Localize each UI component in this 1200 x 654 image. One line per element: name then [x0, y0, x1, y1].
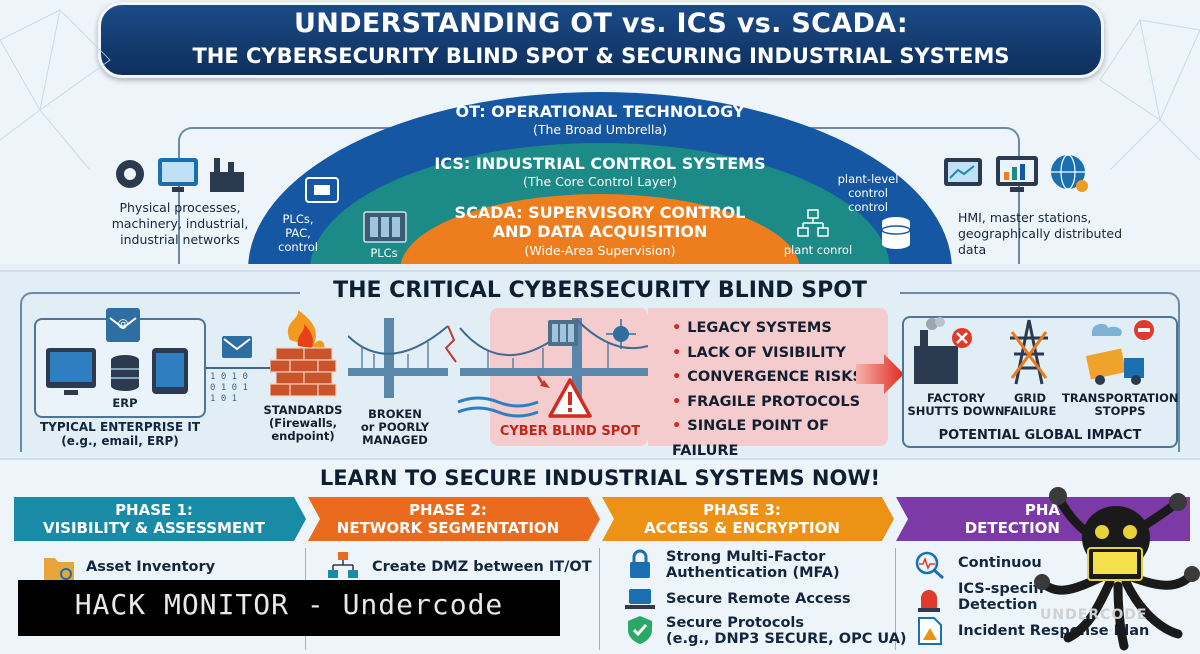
risk-item: •FRAGILE PROTOCOLS	[672, 393, 861, 410]
firewall-icon	[270, 310, 337, 397]
svg-text:@: @	[118, 317, 129, 330]
code-bits: 1 0 1 0 0 1 0 1 1 0 1	[210, 372, 248, 404]
ot-title: OT: OPERATIONAL TECHNOLOGY	[455, 102, 745, 121]
factory-icon	[210, 158, 244, 192]
desktop-icon	[46, 348, 96, 395]
risk-item: •LEGACY SYSTEMS	[672, 320, 832, 336]
risk-item: •CONVERGENCE RISKS	[672, 369, 863, 385]
database-icon	[881, 217, 911, 249]
email-icon: @	[106, 308, 140, 342]
network-background	[0, 9, 1200, 171]
phase-1-arrow	[14, 497, 306, 541]
email-flow-arrow	[206, 336, 280, 373]
impact-title: POTENTIAL GLOBAL IMPACT	[938, 428, 1142, 443]
factory-shutdown-icon	[914, 317, 972, 384]
left-description: Physical processes, machinery, industria…	[111, 200, 249, 247]
magnifier-pulse-icon	[915, 551, 944, 580]
enterprise-icons: @	[46, 308, 188, 395]
undercode-octopus-logo	[1034, 487, 1200, 651]
network-node-icon	[606, 319, 636, 349]
impact-grid-label: GRID FAILURE	[1003, 391, 1057, 418]
plant-level-label: plant-level control control	[837, 172, 899, 214]
truck-crash-icon	[1085, 320, 1154, 385]
ot-subtitle: (The Broad Umbrella)	[532, 122, 668, 137]
column-divider	[599, 548, 600, 650]
plcs-pac-label: PLCs, PAC, control	[278, 212, 318, 254]
undercode-logo-text: UNDERCODE	[1040, 607, 1148, 623]
impact-arrow	[856, 354, 904, 394]
hierarchy-arches	[0, 92, 1200, 270]
impact-icons	[914, 317, 1154, 385]
phase-2-header: PHASE 2:NETWORK SEGMENTATION	[336, 501, 560, 537]
gear-icon	[116, 160, 144, 188]
risk-item: •LACK OF VISIBILITY	[672, 344, 846, 361]
right-description: HMI, master stations, geographically dis…	[958, 210, 1123, 257]
erp-label: ERP	[112, 396, 138, 410]
chip-icon	[305, 177, 339, 203]
power-tower-icon	[1010, 319, 1048, 385]
right-scada-icons	[944, 154, 1088, 192]
watermark-banner	[18, 580, 560, 636]
ics-title: ICS: INDUSTRIAL CONTROL SYSTEMS	[434, 154, 766, 173]
server-icon	[111, 355, 139, 391]
cyber-blind-spot-label: CYBER BLIND SPOT	[499, 424, 641, 439]
learn-title: LEARN TO SECURE INDUSTRIAL SYSTEMS NOW!	[319, 466, 881, 490]
phase-1-header: PHASE 1:VISIBILITY & ASSESSMENT	[42, 501, 266, 537]
alarm-icon	[918, 590, 940, 612]
title-line-2: THE CYBERSECURITY BLIND SPOT & SECURING …	[192, 44, 1010, 68]
scada-title-2: AND DATA ACQUISITION	[492, 222, 708, 241]
asset-inventory-item: Asset Inventory	[86, 559, 216, 575]
monitor-icon	[158, 158, 198, 192]
broken-label: BROKEN or POORLY MANAGED	[360, 407, 430, 447]
hmi-screen-icon	[944, 158, 982, 186]
risk-item: •SINGLE POINT OF FAILURE	[672, 418, 830, 459]
scada-arch	[400, 194, 800, 270]
standards-label: STANDARDS (Firewalls, endpoint)	[263, 403, 343, 443]
remote-access-item: Secure Remote Access	[666, 591, 851, 607]
blind-spot-title: THE CRITICAL CYBERSECURITY BLIND SPOT	[300, 278, 900, 303]
left-industrial-icons	[116, 158, 244, 192]
continuous-monitoring-item: Continuou	[958, 555, 1042, 571]
ics-subtitle: (The Core Control Layer)	[523, 174, 677, 189]
scada-subtitle: (Wide-Area Supervision)	[524, 243, 676, 258]
impact-box	[902, 316, 1178, 448]
document-warning-icon	[918, 617, 942, 645]
tablet-icon	[152, 348, 188, 394]
network-hierarchy-icon	[797, 209, 829, 237]
watermark-text: HACK MONITOR - Undercode	[74, 588, 504, 621]
incident-response-item: Incident Response Plan	[958, 623, 1150, 639]
shield-check-icon	[628, 616, 652, 644]
plcs-label: PLCs	[370, 246, 398, 260]
plant-conrol-label: plant conrol	[783, 243, 853, 257]
warning-icon	[548, 378, 592, 418]
dmz-item: Create DMZ between IT/OT	[372, 559, 592, 575]
title-line-1: UNDERSTANDING OT vs. ICS vs. SCADA:	[294, 8, 908, 39]
impact-transportation-label: TRANSPORTATION STOPPS	[1062, 391, 1179, 418]
impact-factory-label: FACTORY SHUTTS DOWN	[907, 391, 1005, 418]
chart-monitor-icon	[996, 156, 1038, 192]
risk-list-box	[648, 308, 888, 446]
ics-cabinet-icon	[548, 320, 578, 346]
column-divider	[895, 548, 896, 650]
enterprise-label: TYPICAL ENTERPRISE IT (e.g., email, ERP)	[39, 420, 201, 448]
globe-icon	[1051, 154, 1088, 192]
plc-rack-icon	[363, 211, 407, 243]
secure-protocols-item: Secure Protocols(e.g., DNP3 SECURE, OPC …	[666, 615, 907, 647]
dmz-network-icon	[328, 552, 358, 578]
scada-title-1: SCADA: SUPERVISORY CONTROL	[454, 203, 746, 222]
folder-icon	[44, 558, 74, 580]
lock-icon	[630, 549, 650, 578]
phase-3-arrow	[602, 497, 894, 541]
laptop-icon	[625, 589, 655, 609]
envelope-icon	[222, 336, 252, 358]
broken-bridge-icon	[348, 318, 648, 418]
title-banner	[98, 2, 1104, 78]
phase-3-header: PHASE 3:ACCESS & ENCRYPTION	[644, 501, 840, 537]
phase-2-arrow	[308, 497, 600, 541]
risk-list: •LEGACY SYSTEMS •LACK OF VISIBILITY •CON…	[672, 316, 892, 463]
